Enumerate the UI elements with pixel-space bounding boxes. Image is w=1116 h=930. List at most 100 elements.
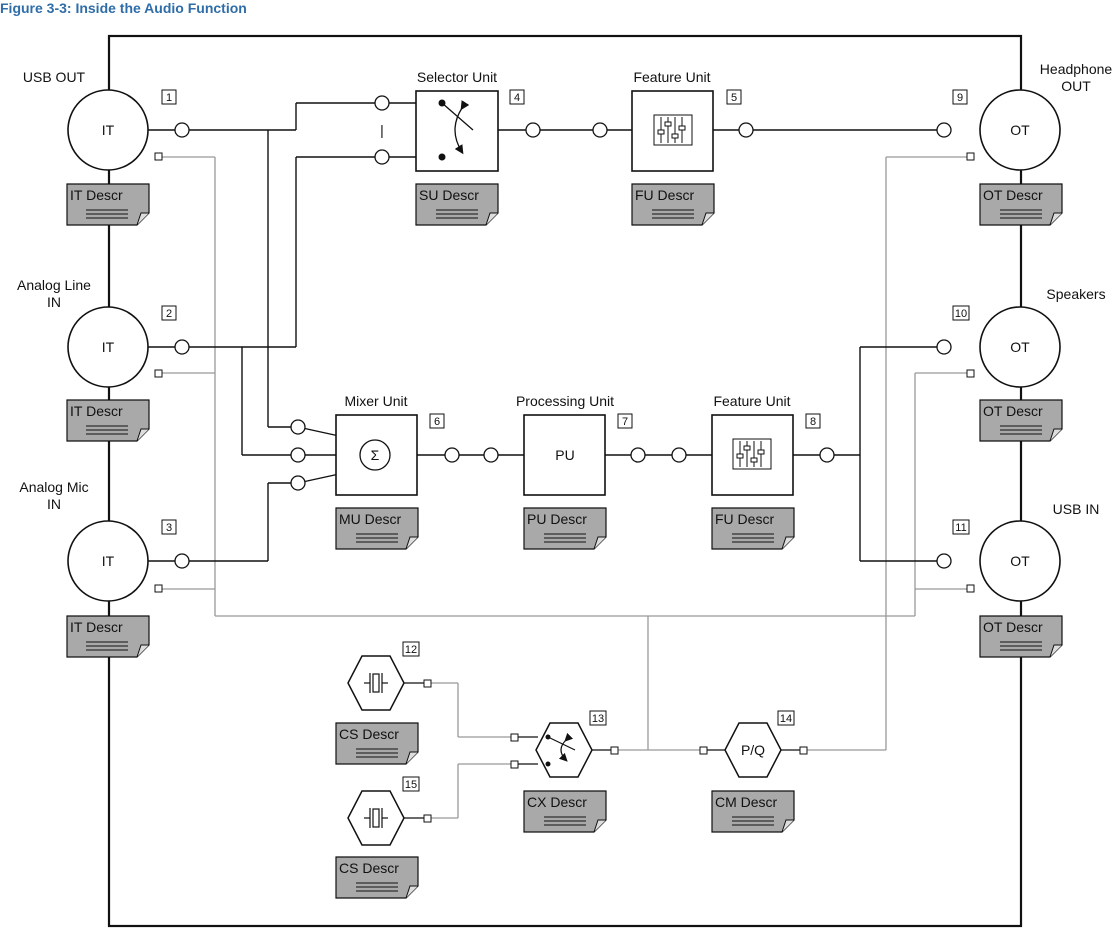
clock-multiplier-14: P/Q 14 CM Descr <box>699 710 808 833</box>
id-box-9 <box>952 89 968 105</box>
output-terminal-10-clock-pin <box>966 369 975 378</box>
processing-unit-label: PU <box>555 447 574 463</box>
fader-icon <box>732 438 772 470</box>
input-terminal-3: IT 3 IT Descr <box>66 519 190 658</box>
cx-descriptor-label: CX Descr <box>527 794 587 810</box>
id-box-6 <box>429 413 445 429</box>
output-terminal-11-label: OT <box>1010 553 1030 569</box>
selector-unit: Selector Unit | 4 SU Descr <box>374 69 541 226</box>
cs-descriptor-15: CS Descr <box>335 856 419 899</box>
id-box-4 <box>509 89 525 105</box>
clock-source-15: 15 CS Descr <box>335 776 432 899</box>
id-number-11: 11 <box>955 522 966 534</box>
output-terminal-11-in-pin <box>936 553 952 569</box>
clock-multiplier-14-hexagon <box>724 722 782 778</box>
crystal-icon <box>364 673 388 693</box>
output-terminal-10-circle <box>979 306 1061 388</box>
input-terminal-1-clock-pin <box>154 152 163 161</box>
crystal-icon <box>364 808 388 828</box>
clock-selector-in-pin-2 <box>510 760 519 769</box>
cm-descriptor-label: CM Descr <box>715 794 778 810</box>
feature-unit-top: Feature Unit 5 FU Descr <box>592 69 754 226</box>
cs-descriptor-15-label: CS Descr <box>339 860 399 876</box>
it-descriptor-2: IT Descr <box>66 399 150 442</box>
pu-descriptor-label: PU Descr <box>527 511 587 527</box>
id-number-5: 5 <box>731 92 737 104</box>
mu-descriptor-label: MU Descr <box>339 511 402 527</box>
processing-unit-out-pin <box>630 447 646 463</box>
ot-descriptor-10: OT Descr <box>979 399 1063 442</box>
audio-function-boundary <box>107 34 1023 928</box>
id-box-13 <box>589 710 607 726</box>
id-box-12 <box>402 641 420 657</box>
id-number-2: 2 <box>166 308 172 320</box>
output-terminal-10-label: OT <box>1010 339 1030 355</box>
usb-out-label: USB OUT <box>23 69 86 85</box>
analog-mic-in-line1: Analog Mic <box>19 479 88 495</box>
analog-mic-in-line2: IN <box>47 496 61 512</box>
output-terminal-10: OT 10 OT Descr <box>936 305 1063 442</box>
cx-descriptor: CX Descr <box>523 790 607 833</box>
id-box-15 <box>402 776 420 792</box>
clock-connections <box>160 156 970 819</box>
clock-source-12-hexagon <box>347 655 405 711</box>
input-terminal-2-label: IT <box>102 339 115 355</box>
processing-unit-title: Processing Unit <box>516 393 614 409</box>
input-terminal-2-out-pin <box>174 339 190 355</box>
selector-unit-switch-arc-icon <box>454 100 470 155</box>
cs-descriptor-12: CS Descr <box>335 722 419 765</box>
clock-multiplier-out-pin <box>799 746 808 755</box>
figure-caption: Figure 3-3: Inside the Audio Function <box>0 0 247 16</box>
output-terminal-9-in-pin <box>936 122 952 138</box>
output-terminal-10-in-pin <box>936 339 952 355</box>
clock-selector-in-pin-1 <box>510 733 519 742</box>
feature-unit-mid: Feature Unit 8 FU Descr <box>671 393 835 550</box>
selector-unit-title: Selector Unit <box>417 69 497 85</box>
id-number-8: 8 <box>810 416 816 428</box>
cm-descriptor: CM Descr <box>711 790 795 833</box>
speakers-label: Speakers <box>1046 286 1105 302</box>
id-box-8 <box>805 413 821 429</box>
id-box-10 <box>952 305 970 321</box>
feature-unit-mid-title: Feature Unit <box>713 393 790 409</box>
input-terminal-1: IT 1 IT Descr <box>66 89 190 226</box>
usb-out-label-line1: USB OUT <box>23 69 86 85</box>
mixer-unit-in-pin-1 <box>290 419 306 435</box>
mixer-sum-symbol: Σ <box>371 447 380 463</box>
input-terminal-3-clock-pin <box>154 584 163 593</box>
clock-multiplier-in-pin <box>699 746 708 755</box>
id-box-5 <box>726 89 742 105</box>
input-terminal-2-clock-pin <box>154 369 163 378</box>
input-terminal-1-circle <box>67 89 149 171</box>
selector-unit-contact-2 <box>438 153 446 161</box>
feature-unit-mid-out-pin <box>819 447 835 463</box>
mixer-unit-in-pin-2 <box>290 447 306 463</box>
it-descriptor-1: IT Descr <box>66 183 150 226</box>
output-terminal-9-label: OT <box>1010 122 1030 138</box>
mixer-unit-title: Mixer Unit <box>344 393 407 409</box>
ot-descriptor-9-label: OT Descr <box>983 187 1043 203</box>
clock-multiplier-label: P/Q <box>741 742 765 758</box>
ot-descriptor-11: OT Descr <box>979 615 1063 658</box>
cs-descriptor-12-label: CS Descr <box>339 726 399 742</box>
clock-source-12-out-pin <box>423 679 432 688</box>
mu-descriptor: MU Descr <box>335 507 419 550</box>
processing-unit: Processing Unit PU 7 PU Descr <box>483 393 646 550</box>
ot-descriptor-10-label: OT Descr <box>983 403 1043 419</box>
id-box-14 <box>777 710 795 726</box>
output-terminal-11-circle <box>979 520 1061 602</box>
id-number-6: 6 <box>434 416 440 428</box>
processing-unit-in-pin <box>483 447 499 463</box>
speakers-line1: Speakers <box>1046 286 1105 302</box>
clock-selector-13-hexagon <box>535 722 593 778</box>
it-descriptor-2-label: IT Descr <box>70 403 123 419</box>
clock-source-12: 12 CS Descr <box>335 641 432 765</box>
input-terminal-2-circle <box>67 306 149 388</box>
feature-unit-mid-in-pin <box>671 447 687 463</box>
ot-descriptor-9: OT Descr <box>979 183 1063 226</box>
selector-unit-in-pin-1 <box>374 95 390 111</box>
id-box-11 <box>952 519 970 535</box>
analog-line-in-line2: IN <box>47 294 61 310</box>
headphone-out-line2: OUT <box>1061 78 1091 94</box>
